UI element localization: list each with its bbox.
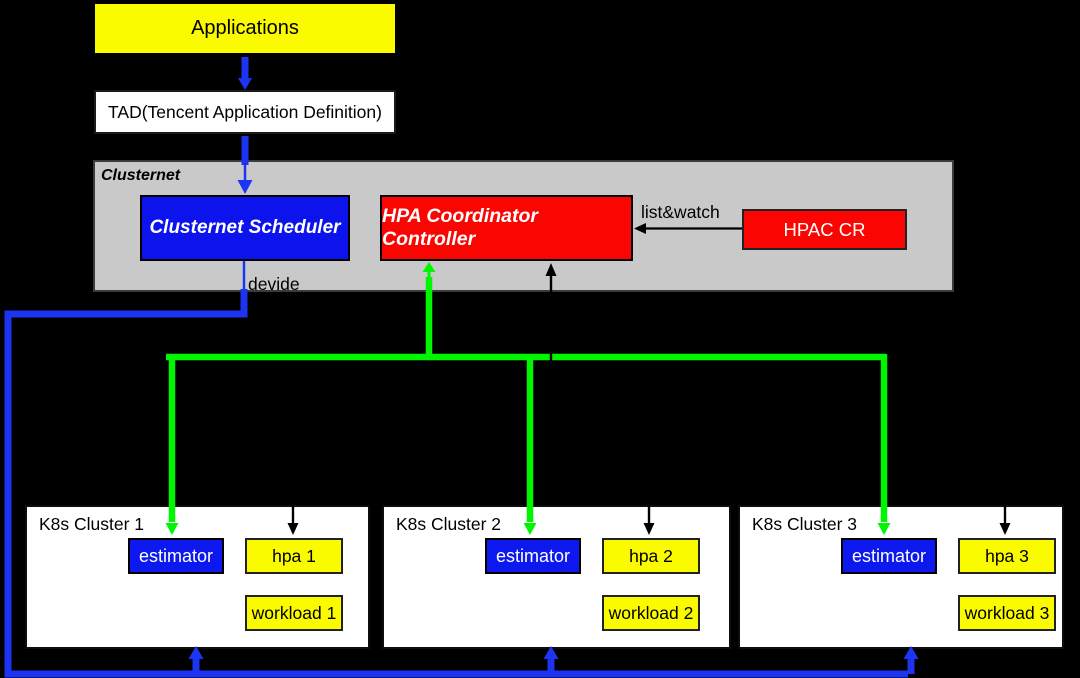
tad-box: TAD(Tencent Application Definition) [94,90,396,134]
clusternet-scheduler-label: Clusternet Scheduler [149,217,341,238]
applications-label: Applications [191,17,299,39]
arrow-up-cluster-1 [188,646,204,674]
k8s-cluster-2-label: K8s Cluster 2 [396,514,502,534]
estimator-label-2: estimator [495,545,571,566]
workload-label-1: workload 1 [251,602,337,623]
arrow-up-cluster-3 [903,646,919,674]
hpa-coordinator-controller-label: HPA Coordinator Controller [382,205,538,250]
k8s-cluster-2-box: K8s Cluster 2 estimator hpa 2 workload 2 [382,505,731,649]
tad-label: TAD(Tencent Application Definition) [108,101,382,122]
k8s-cluster-1-box: K8s Cluster 1 estimator hpa 1 workload 1 [25,505,370,649]
arrow-up-cluster-2 [543,646,559,674]
estimator-box-3: estimator [841,538,937,574]
hpa-label-3: hpa 3 [985,545,1029,566]
applications-box: Applications [93,2,397,55]
arrow-apps-to-tad [238,57,252,90]
hpa-label-2: hpa 2 [629,545,673,566]
estimator-label-3: estimator [851,545,927,566]
workload-label-3: workload 3 [964,602,1050,623]
k8s-cluster-3-label: K8s Cluster 3 [752,514,858,534]
workload-box-3: workload 3 [958,595,1056,631]
estimator-label-1: estimator [138,545,214,566]
hpac-cr-box: HPAC CR [742,209,907,250]
hpa-label-1: hpa 1 [272,545,316,566]
hpac-cr-label: HPAC CR [783,218,866,240]
workload-label-2: workload 2 [608,602,694,623]
hpa-coordinator-controller-box: HPA Coordinator Controller [380,195,633,261]
hpa-box-2: hpa 2 [602,538,700,574]
list-watch-edge-label: list&watch [641,202,720,222]
k8s-cluster-3-box: K8s Cluster 3 estimator hpa 3 workload 3 [738,505,1064,649]
clusternet-label: Clusternet [101,167,181,184]
workload-box-1: workload 1 [245,595,343,631]
clusternet-scheduler-box: Clusternet Scheduler [140,195,350,261]
devide-edge-label: devide [248,274,300,291]
k8s-cluster-1-label: K8s Cluster 1 [39,514,145,534]
hpa-box-3: hpa 3 [958,538,1056,574]
workload-box-2: workload 2 [602,595,700,631]
estimator-box-2: estimator [485,538,581,574]
hpa-box-1: hpa 1 [245,538,343,574]
estimator-box-1: estimator [128,538,224,574]
